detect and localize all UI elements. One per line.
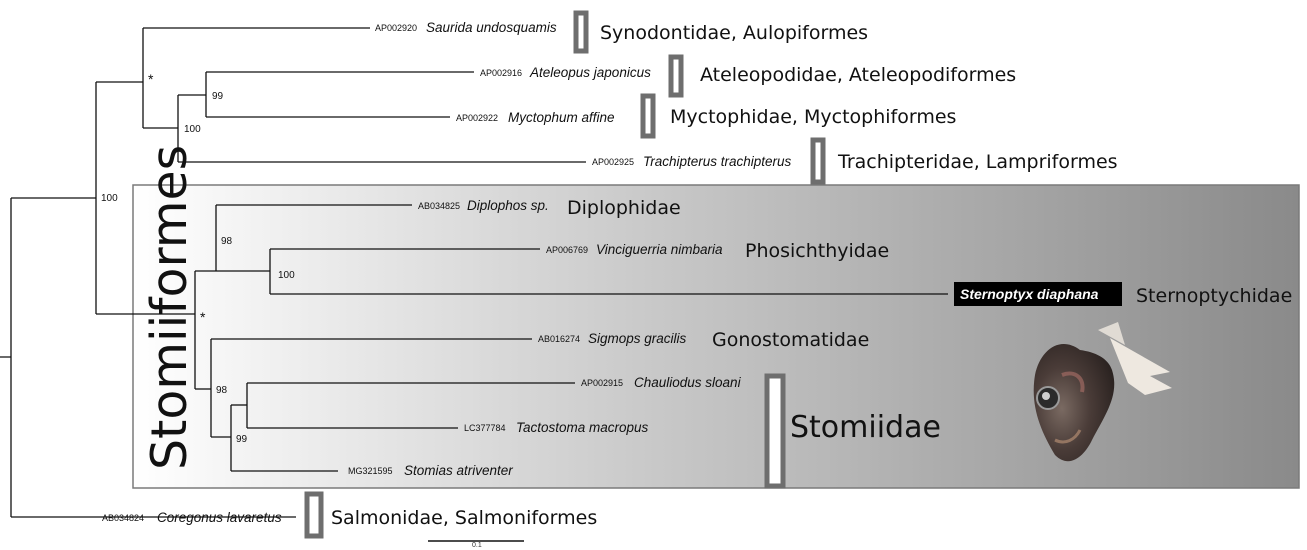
scale-bar: 0.1 [428, 541, 524, 549]
species-label: Vinciguerria nimbaria [596, 242, 723, 257]
family-label: Sternoptychidae [1136, 285, 1292, 307]
species-label: Sigmops gracilis [588, 331, 687, 346]
family-bracket [643, 96, 653, 136]
species-label: Stomias atriventer [404, 463, 513, 478]
support-node-myct-atel: 99 [212, 91, 224, 102]
species-label: Tactostoma macropus [516, 420, 649, 435]
highlight-species-label: Sternoptyx diaphana [960, 286, 1099, 302]
accession-label: AB016274 [538, 334, 580, 344]
support-node-neoteleostei: 100 [101, 193, 118, 204]
accession-label: AP002920 [375, 23, 417, 33]
species-label: Diplophos sp. [467, 198, 549, 213]
accession-label: MG321595 [348, 466, 393, 476]
family-bracket [576, 13, 586, 51]
accession-label: AP002916 [480, 68, 522, 78]
root-branch [0, 198, 11, 517]
accession-label: LC377784 [464, 423, 506, 433]
family-label-stomiidae: Stomiidae [790, 410, 941, 445]
family-label: Diplophidae [567, 197, 681, 219]
family-label: Ateleopodidae, Ateleopodiformes [700, 64, 1016, 86]
order-label-stomiiformes: Stomiiformes [141, 145, 198, 470]
species-label: Chauliodus sloani [634, 375, 742, 390]
support-node-diplo: 98 [221, 236, 233, 247]
species-label: Trachipterus trachipterus [643, 154, 792, 169]
support-node-myct-trach: 100 [184, 124, 201, 135]
accession-label: AB034825 [418, 201, 460, 211]
species-label: Myctophum affine [508, 110, 615, 125]
family-bracket [307, 494, 321, 536]
accession-label: AP002915 [581, 378, 623, 388]
stomiidae-bracket [767, 376, 783, 486]
support-node-outgroup: * [148, 71, 154, 87]
scale-bar-label: 0.1 [472, 542, 482, 549]
support-node-phosich-stern: 100 [278, 270, 295, 281]
family-bracket [671, 57, 681, 95]
family-label: Salmonidae, Salmoniformes [331, 507, 597, 529]
accession-label: AP002922 [456, 113, 498, 123]
family-label: Trachipteridae, Lampriformes [837, 151, 1118, 173]
support-node-stomiidae-gono: 98 [216, 385, 228, 396]
family-label: Myctophidae, Myctophiformes [670, 106, 956, 128]
family-bracket [813, 140, 823, 182]
support-node-stomiiformes: * [200, 309, 206, 325]
accession-label: AB034824 [102, 513, 144, 523]
support-node-tact-stom: 99 [236, 434, 248, 445]
species-label: Coregonus lavaretus [157, 510, 282, 525]
accession-label: AP002925 [592, 157, 634, 167]
family-label: Synodontidae, Aulopiformes [600, 22, 868, 44]
family-label: Phosichthyidae [745, 240, 889, 262]
accession-label: AP006769 [546, 245, 588, 255]
family-label: Gonostomatidae [712, 329, 869, 351]
species-label: Ateleopus japonicus [529, 65, 651, 80]
species-label: Saurida undosquamis [426, 20, 557, 35]
